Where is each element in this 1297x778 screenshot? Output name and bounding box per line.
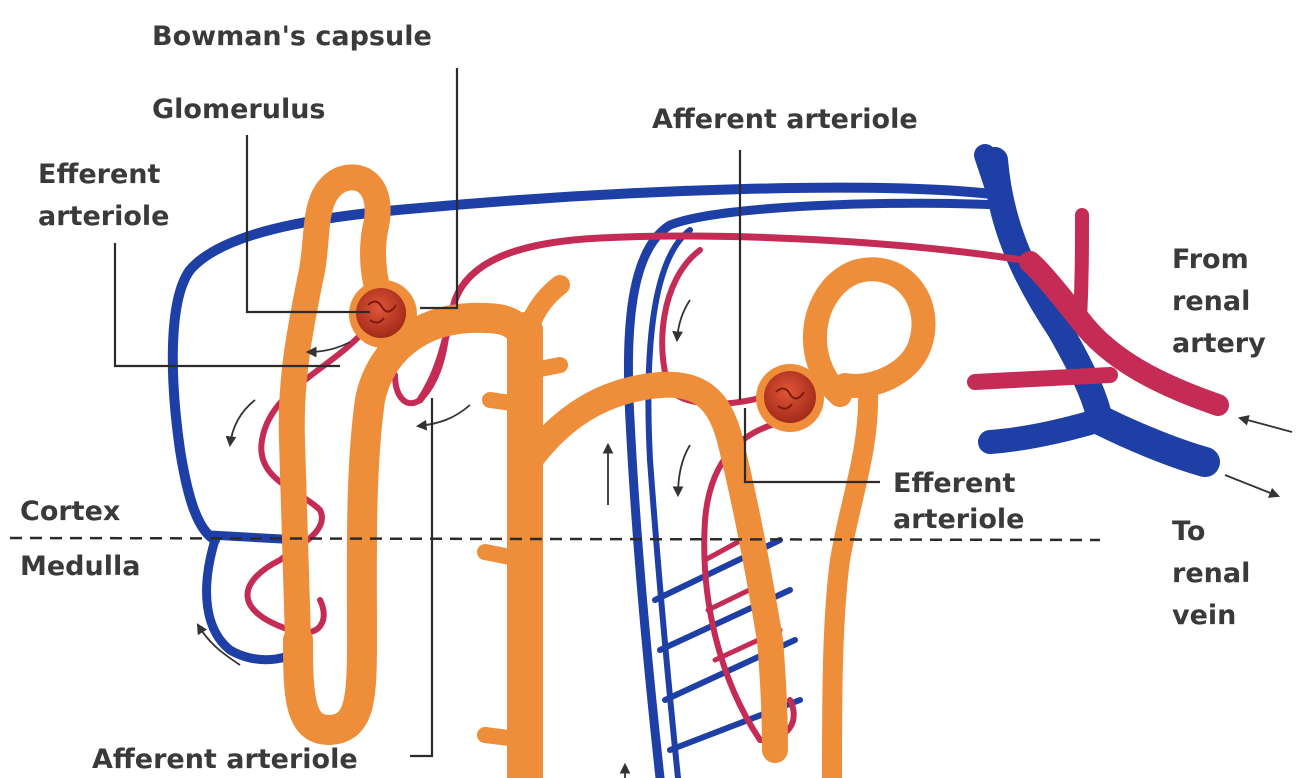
label-efferent-left-2: arteriole xyxy=(38,201,169,232)
label-from-2: renal xyxy=(1172,286,1250,317)
leader-afferent-bottom xyxy=(410,398,432,756)
arrow-out-vein xyxy=(1225,475,1278,496)
renal-vein-left-branch xyxy=(990,420,1100,442)
label-cortex: Cortex xyxy=(20,496,120,527)
glomerulus-left xyxy=(349,280,417,348)
label-from-1: From xyxy=(1172,244,1249,275)
label-efferent-left-1: Efferent xyxy=(38,159,160,190)
label-afferent-bottom: Afferent arteriole xyxy=(92,744,358,775)
renal-vein-outlet xyxy=(1100,420,1205,462)
arrow-down-left xyxy=(230,400,255,445)
glomerulus-right xyxy=(756,364,824,432)
label-from-3: artery xyxy=(1172,328,1266,359)
label-bowmans-capsule: Bowman's capsule xyxy=(152,21,432,52)
leader-bowmans-capsule xyxy=(420,68,457,308)
renal-artery-upper-branch xyxy=(1080,215,1082,320)
label-efferent-right-2: arteriole xyxy=(893,504,1024,535)
descending-limb-right xyxy=(832,390,868,778)
label-afferent-top: Afferent arteriole xyxy=(652,104,918,135)
distal-coil-right xyxy=(815,269,924,395)
loop-of-henle-left xyxy=(298,318,520,730)
arrow-into-artery xyxy=(1240,418,1292,432)
label-efferent-right-1: Efferent xyxy=(893,468,1015,499)
label-to-1: To xyxy=(1172,516,1205,547)
label-to-2: renal xyxy=(1172,558,1250,589)
arrow-down-top-center xyxy=(677,300,690,340)
renal-artery-left-branch xyxy=(975,375,1110,382)
label-to-3: vein xyxy=(1172,600,1236,631)
arrow-afferent-left xyxy=(418,405,470,426)
cortex-medulla-boundary xyxy=(10,538,1100,540)
label-medulla: Medulla xyxy=(20,551,140,582)
label-glomerulus: Glomerulus xyxy=(152,94,326,125)
arrow-down-right xyxy=(678,445,690,495)
